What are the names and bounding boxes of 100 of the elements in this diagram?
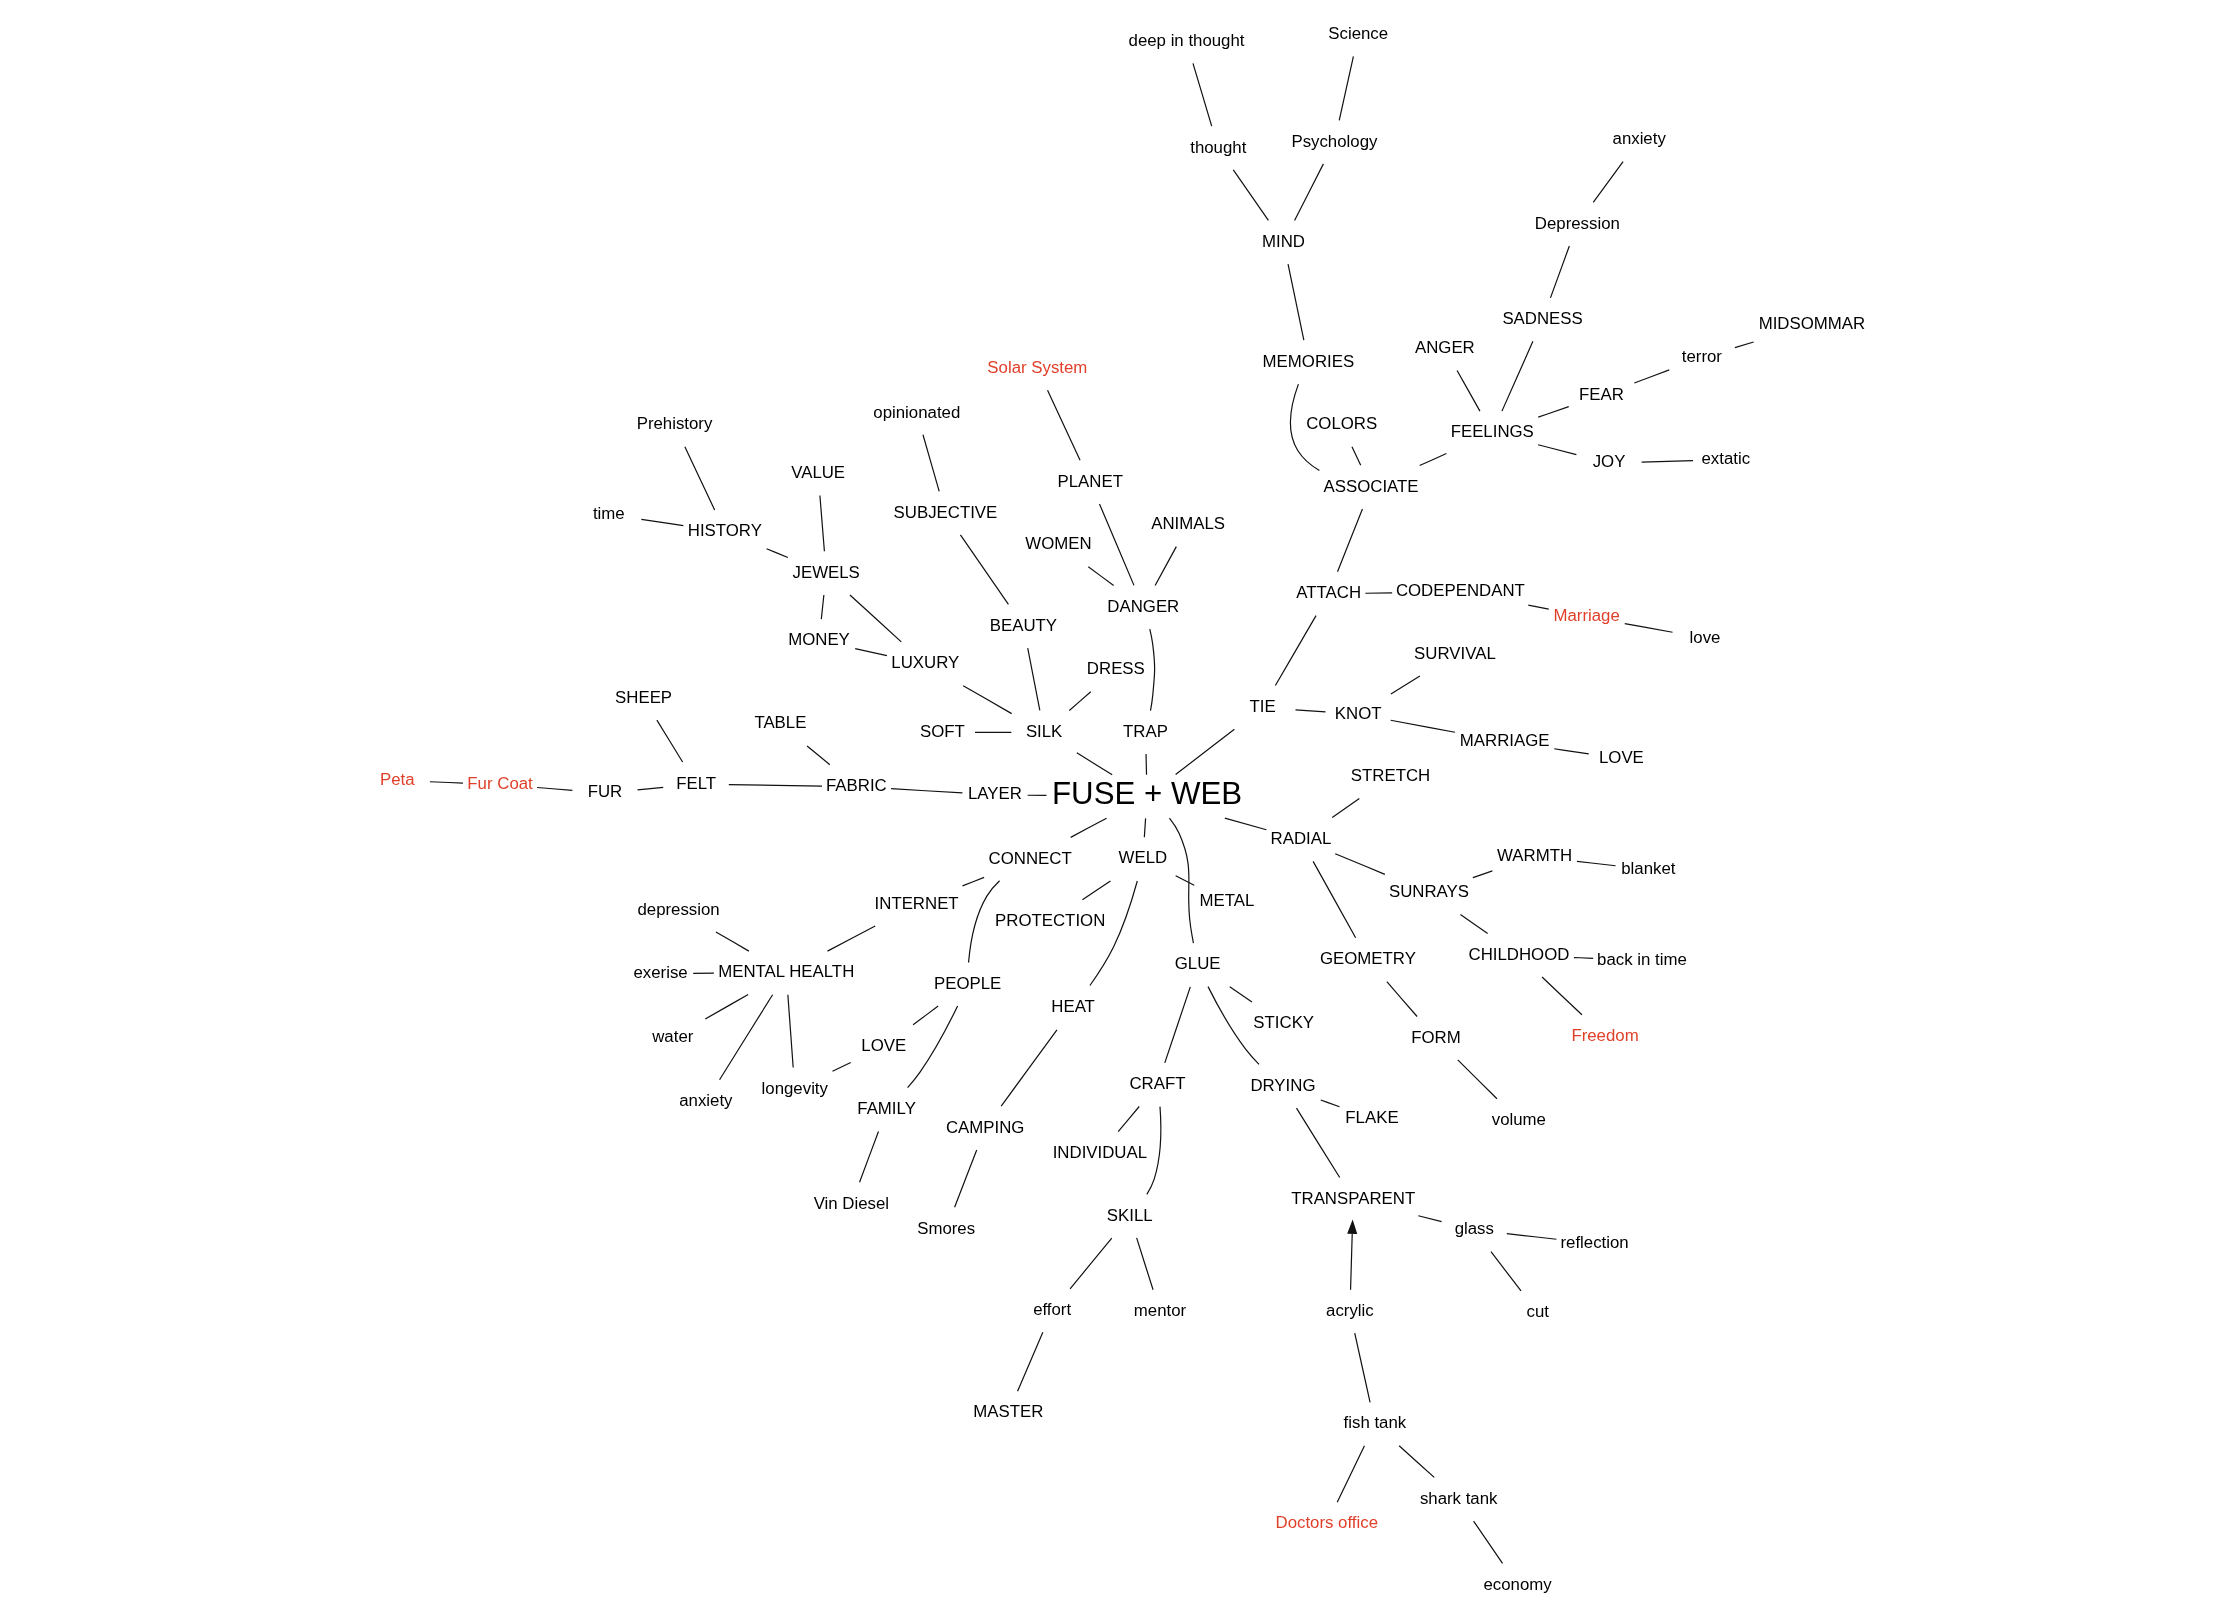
node-text: MEMORIES: [1262, 351, 1355, 371]
connector: [1472, 870, 1493, 879]
connector: [684, 446, 716, 511]
connector: [656, 719, 684, 763]
connector: [1089, 880, 1138, 987]
connector: [1364, 592, 1393, 594]
node-text: WARMTH: [1497, 845, 1573, 865]
connector: [1207, 986, 1260, 1066]
node-text: CAMPING: [945, 1117, 1025, 1137]
connector: [1081, 880, 1112, 901]
connector: [1490, 1251, 1522, 1292]
connector: [820, 594, 825, 620]
node-text: KNOT: [1334, 703, 1382, 723]
connector: [1472, 1520, 1504, 1564]
connector: [787, 994, 794, 1069]
node-text: CODEPENDANT: [1395, 581, 1525, 601]
connector: [1354, 1332, 1371, 1403]
node-text: Prehistory: [636, 414, 713, 434]
connector: [1145, 753, 1148, 776]
connector: [704, 993, 749, 1020]
connector: [1175, 875, 1195, 886]
node-text: LOVE: [1598, 748, 1644, 768]
connector: [1016, 1331, 1044, 1392]
node-text: anxiety: [1612, 129, 1666, 149]
connector: [1734, 341, 1755, 349]
node-text: exerise: [633, 962, 688, 982]
node-text: anxiety: [679, 1091, 733, 1111]
connector: [1390, 675, 1421, 695]
node-text: MIDSOMMAR: [1758, 313, 1866, 333]
node-text: BEAUTY: [989, 615, 1058, 635]
connector: [1386, 981, 1418, 1018]
connector: [1000, 1029, 1058, 1107]
connector: [1143, 817, 1147, 838]
connector: [1633, 369, 1670, 384]
node-text: FELT: [676, 773, 717, 793]
node-text: WOMEN: [1025, 534, 1092, 554]
connector: [854, 648, 888, 657]
connector: [1136, 1237, 1154, 1291]
node-text: effort: [1033, 1300, 1072, 1320]
node-text: Vin Diesel: [813, 1193, 890, 1213]
connector: [636, 786, 664, 791]
connector: [1117, 1105, 1140, 1133]
node-text: VALUE: [791, 463, 846, 483]
connector: [1149, 628, 1156, 712]
node-text: terror: [1681, 347, 1722, 367]
connector: [912, 1005, 939, 1026]
node-text: CHILDHOOD: [1468, 944, 1570, 964]
node-text: thought: [1190, 137, 1247, 157]
node-text: mentor: [1133, 1301, 1187, 1321]
connector: [1320, 1099, 1341, 1108]
node-text: HISTORY: [687, 521, 762, 541]
node-text: FABRIC: [825, 776, 887, 796]
node-text: MASTER: [973, 1402, 1044, 1422]
node-text: MONEY: [788, 630, 850, 650]
connector: [766, 548, 789, 559]
connector: [1154, 546, 1177, 587]
connector: [1046, 389, 1081, 461]
node-text: blanket: [1621, 859, 1676, 879]
connector: [1294, 709, 1327, 713]
connector: [718, 994, 774, 1081]
connector: [858, 1130, 880, 1183]
node-text: FEAR: [1578, 384, 1624, 404]
node-text: JOY: [1592, 452, 1626, 472]
node-text: SKILL: [1106, 1205, 1153, 1225]
connector: [831, 1061, 852, 1072]
node-text: INDIVIDUAL: [1052, 1143, 1148, 1163]
node-text: JEWELS: [792, 562, 860, 582]
connector: [1537, 406, 1570, 418]
connector: [961, 876, 985, 887]
node-text: Psychology: [1291, 131, 1378, 151]
node-text: ANIMALS: [1151, 514, 1226, 534]
node-text: volume: [1491, 1110, 1546, 1129]
node-text: MIND: [1262, 231, 1305, 251]
connector: [907, 1005, 959, 1089]
connector: [806, 745, 831, 766]
node-text: SUNRAYS: [1388, 882, 1469, 902]
node-text: ANGER: [1414, 338, 1475, 358]
node-text: STRETCH: [1350, 766, 1431, 786]
connector: [1334, 853, 1386, 875]
connector: [1398, 1445, 1435, 1478]
node-text: INTERNET: [874, 893, 959, 913]
node-text: water: [652, 1026, 694, 1046]
connector: [1232, 169, 1269, 221]
connector: [1457, 1059, 1498, 1100]
node-text: METAL: [1199, 891, 1255, 911]
node-text: extatic: [1701, 449, 1751, 469]
connector: [692, 972, 715, 974]
node-text: LUXURY: [891, 653, 960, 673]
connector: [1289, 383, 1320, 472]
node-text: Science: [1328, 24, 1389, 44]
node-text: PLANET: [1057, 471, 1123, 491]
connector: [1027, 647, 1041, 711]
connector: [1027, 794, 1047, 797]
node-text: ATTACH: [1296, 583, 1362, 603]
node-text: MARRIAGE: [1459, 730, 1550, 750]
connector: [1624, 622, 1674, 633]
connector: [1527, 604, 1550, 610]
connector: [1295, 1107, 1341, 1179]
connector: [826, 925, 876, 952]
node-text: Marriage: [1553, 606, 1620, 626]
